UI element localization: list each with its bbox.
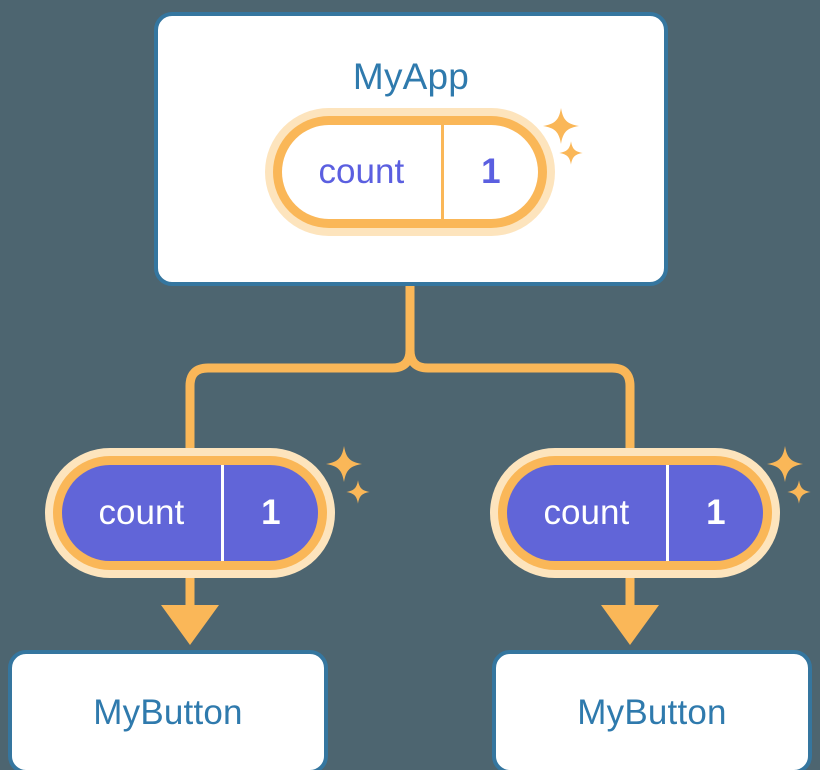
state-key-label: count: [543, 493, 630, 532]
state-pill-child-right[interactable]: count 1: [490, 448, 780, 578]
component-label-mybutton-right: MyButton: [577, 693, 727, 732]
component-label-myapp: MyApp: [352, 56, 470, 97]
sparkle-icon-small-right: [786, 479, 812, 505]
arrow-down-icon-right: [601, 605, 659, 645]
state-key-label: count: [98, 493, 185, 532]
state-value-label: 1: [440, 125, 538, 219]
state-pill-body: count 1: [507, 465, 763, 561]
arrow-down-icon-left: [161, 605, 219, 645]
sparkle-icon-large-right: [765, 444, 805, 484]
component-card-mybutton-left[interactable]: MyButton: [8, 650, 328, 770]
state-pill-body: count 1: [282, 125, 538, 219]
component-label-mybutton-left: MyButton: [93, 693, 243, 732]
state-pill-child-left[interactable]: count 1: [45, 448, 335, 578]
connector-trunk-and-split: [185, 281, 415, 457]
state-value-label: 1: [220, 465, 318, 561]
state-value-label: 1: [665, 465, 763, 561]
state-key-label: count: [318, 152, 405, 191]
sparkle-icon-small-left: [345, 479, 371, 505]
component-card-mybutton-right[interactable]: MyButton: [492, 650, 812, 770]
state-pill-body: count 1: [62, 465, 318, 561]
connector-split-right: [405, 345, 635, 457]
sparkle-icon-large-left: [324, 444, 364, 484]
state-pill-myapp[interactable]: count 1: [265, 108, 555, 236]
